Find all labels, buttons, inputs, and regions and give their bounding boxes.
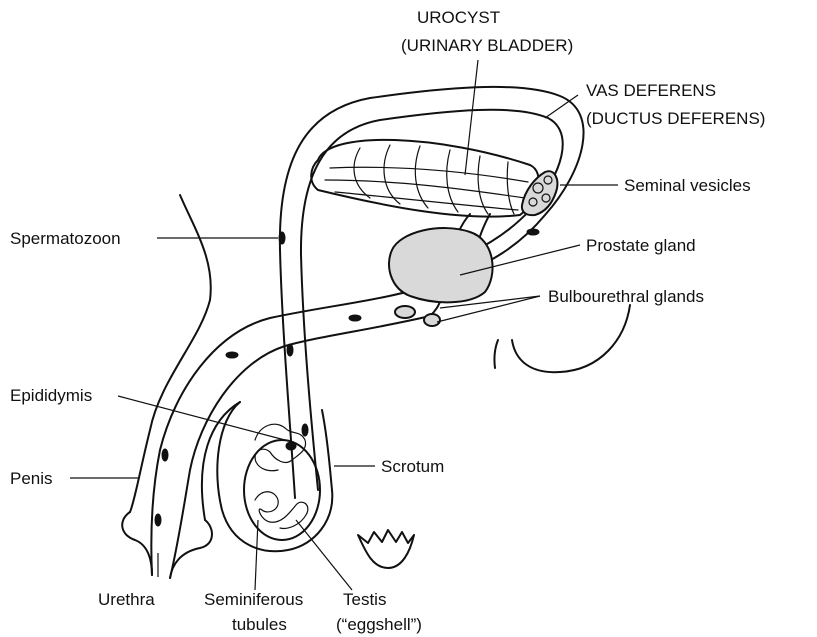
- label-spermatozoon: Spermatozoon: [10, 229, 121, 248]
- label-bulbourethral-glands: Bulbourethral glands: [548, 287, 704, 306]
- label-vas-deferens-line1: VAS DEFERENS: [586, 81, 716, 100]
- label-penis: Penis: [10, 469, 53, 488]
- urethra-tube-upper: [151, 282, 440, 575]
- label-testis-line1: Testis: [343, 590, 386, 609]
- seminiferous-tubules-coils: [255, 492, 308, 529]
- seminal-vesicles-shape: [522, 171, 558, 215]
- label-prostate-gland: Prostate gland: [586, 236, 696, 255]
- abdomen-fold: [494, 340, 498, 368]
- penis-outline: [122, 512, 152, 575]
- body-outline-back: [130, 195, 211, 512]
- label-urethra: Urethra: [98, 590, 155, 609]
- eggshell-shape: [358, 530, 414, 568]
- body-outline-front: [512, 305, 630, 372]
- label-seminiferous-line2: tubules: [232, 615, 287, 634]
- label-scrotum: Scrotum: [381, 457, 444, 476]
- prostate-gland-shape: [389, 228, 493, 302]
- label-seminal-vesicles: Seminal vesicles: [624, 176, 751, 195]
- label-urocyst-line1: UROCYST: [417, 8, 500, 27]
- label-epididymis: Epididymis: [10, 386, 92, 405]
- label-seminiferous-line1: Seminiferous: [204, 590, 303, 609]
- label-testis-line2: (“eggshell”): [336, 615, 422, 634]
- label-vas-deferens-line2: (DUCTUS DEFERENS): [586, 109, 765, 128]
- label-urocyst-line2: (URINARY BLADDER): [401, 36, 573, 55]
